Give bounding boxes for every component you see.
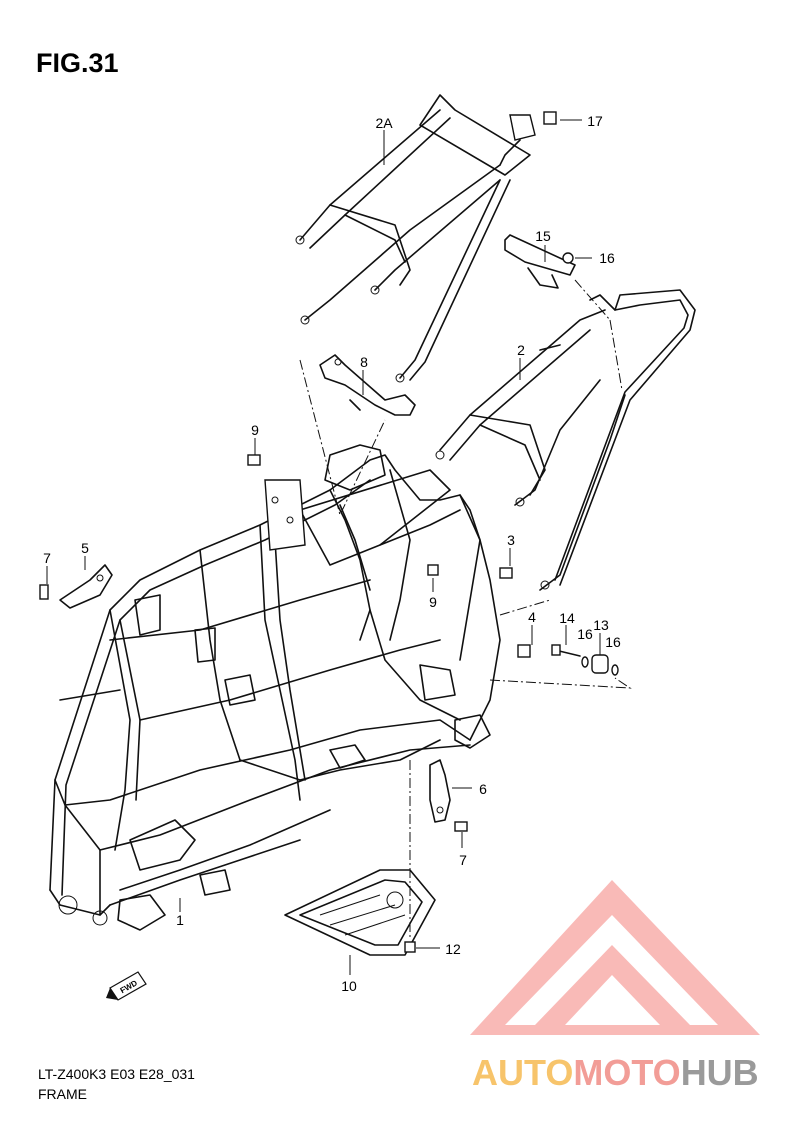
bracket-8	[319, 354, 416, 416]
callout-5: 5	[81, 540, 89, 556]
watermark-text: AUTOMOTOHUB	[472, 1052, 759, 1094]
callout-7-upper: 7	[43, 550, 51, 566]
alignment-lines	[299, 279, 632, 940]
callout-15: 14	[559, 610, 575, 626]
washer-16-right-icon	[611, 664, 619, 676]
nut-17-icon	[543, 111, 557, 125]
callout-9-upper: 9	[251, 422, 259, 438]
bolt-7-upper-icon	[39, 584, 49, 600]
bracket-6	[429, 759, 451, 823]
callout-7-lower: 7	[459, 852, 467, 868]
callout-9-lower: 9	[429, 594, 437, 610]
callout-6: 6	[479, 781, 487, 797]
callout-16-right: 16	[605, 634, 621, 650]
watermark-logo-icon	[470, 880, 760, 1035]
callout-17: 17	[587, 113, 603, 129]
bolt-3-icon	[499, 567, 513, 579]
seat-rail-2a	[295, 94, 536, 383]
callout-2a: 2A	[375, 115, 393, 131]
seat-rail-2	[435, 289, 696, 591]
callout-14: 13	[593, 617, 609, 633]
figure-title: FIG.31	[36, 48, 119, 78]
callout-16-left: 16	[577, 626, 593, 642]
watermark-auto: AUTO	[472, 1052, 574, 1093]
callout-13: 16	[599, 250, 615, 266]
cushion-14-icon	[591, 654, 609, 674]
callout-8: 8	[360, 354, 368, 370]
fwd-arrow-icon: FWD	[106, 971, 147, 1001]
callout-12: 15	[535, 228, 551, 244]
figure-name: FRAME	[38, 1086, 87, 1102]
bolt-9-upper-icon	[247, 454, 261, 466]
washer-16-left-icon	[581, 656, 589, 668]
callout-10: 10	[341, 978, 357, 994]
watermark-hub: HUB	[680, 1052, 759, 1093]
main-frame-1	[49, 444, 501, 931]
bolt-4-icon	[517, 644, 531, 658]
model-code: LT-Z400K3 E03 E28_031	[38, 1066, 195, 1082]
leader-lines	[46, 119, 601, 975]
callout-3: 3	[507, 532, 515, 548]
watermark-moto: MOTO	[573, 1052, 681, 1093]
bolt-11-icon	[404, 941, 416, 953]
bolt-15-icon	[551, 644, 581, 657]
callout-2: 2	[517, 342, 525, 358]
bolt-9-lower-icon	[427, 564, 439, 576]
callout-4: 4	[528, 609, 536, 625]
callout-1: 1	[176, 912, 184, 928]
callout-11: 12	[445, 941, 461, 957]
skid-plate-10	[284, 869, 436, 956]
bracket-5	[59, 564, 113, 609]
fasteners	[39, 111, 619, 953]
bolt-7-lower-icon	[454, 821, 468, 832]
bracket-12	[504, 234, 576, 289]
